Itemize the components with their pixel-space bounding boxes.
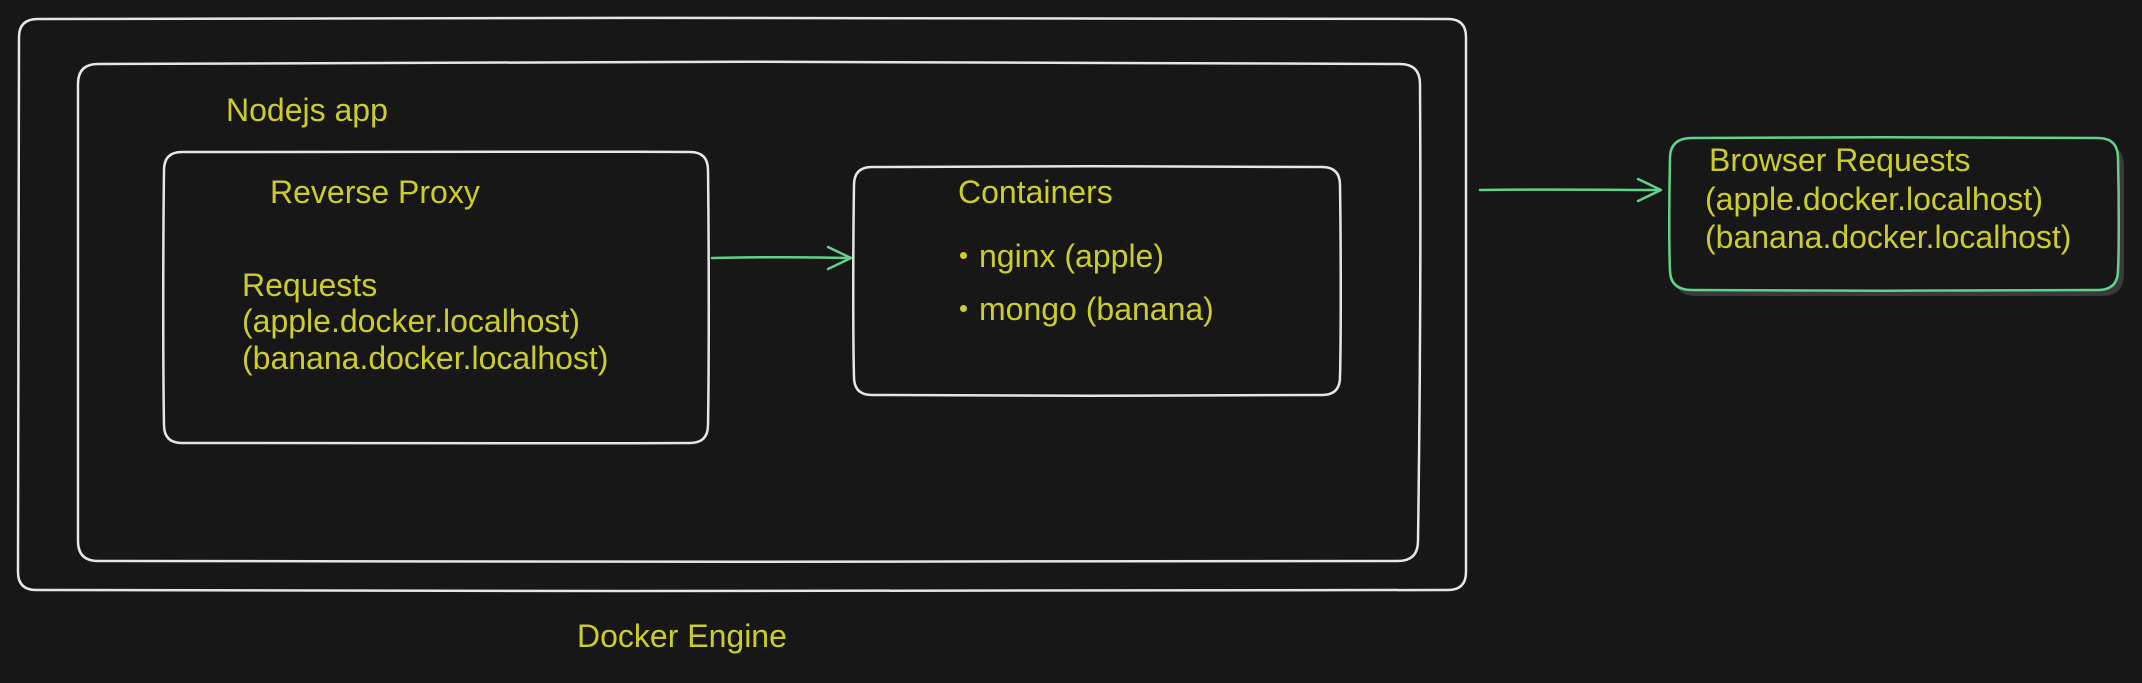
reverse-proxy-title: Reverse Proxy (270, 174, 480, 210)
container-item-mongo: mongo (banana) (979, 291, 1214, 327)
reverse-proxy-box[interactable] (162, 150, 710, 445)
container-item-nginx: nginx (apple) (979, 238, 1164, 274)
bullet-icon (960, 305, 967, 313)
reverse-proxy-host-banana: (banana.docker.localhost) (242, 340, 609, 376)
nodejs-app-label: Nodejs app (226, 92, 388, 128)
bullet-icon (960, 252, 967, 260)
nodejs-app-box[interactable] (76, 60, 1422, 563)
arrow-right-icon (1478, 177, 1663, 203)
containers-box[interactable] (852, 165, 1342, 397)
proxy-to-containers-arrow (710, 256, 852, 260)
containers-title: Containers (958, 174, 1113, 210)
docker-engine-label: Docker Engine (577, 618, 787, 654)
browser-requests-box[interactable] (1668, 136, 2120, 292)
docker-engine-box[interactable] (16, 16, 1468, 593)
reverse-proxy-host-apple: (apple.docker.localhost) (242, 303, 580, 339)
browser-requests-host-banana: (banana.docker.localhost) (1705, 219, 2072, 255)
browser-requests-title: Browser Requests (1709, 142, 1971, 178)
list-item: nginx (apple) (960, 238, 1214, 275)
browser-requests-host-apple: (apple.docker.localhost) (1705, 181, 2043, 217)
arrow-right-icon (710, 245, 853, 271)
containers-list: nginx (apple) mongo (banana) (960, 238, 1214, 344)
list-item: mongo (banana) (960, 291, 1214, 328)
reverse-proxy-requests-label: Requests (242, 267, 378, 303)
